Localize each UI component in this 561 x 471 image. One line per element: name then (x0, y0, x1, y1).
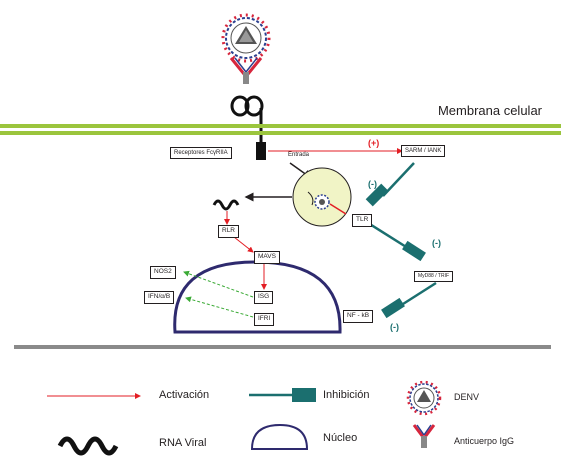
endosome (292, 167, 352, 227)
legend-rna-icon (57, 436, 119, 456)
mavs-box: MAVS (254, 251, 280, 264)
ifri-box: IFRI (254, 313, 275, 326)
isg-box: ISG (254, 291, 274, 304)
entry-label: Entrada (288, 152, 310, 158)
ifn-box: IFN/α/B (144, 291, 175, 304)
legend-antibody-label: Anticuerpo IgG (454, 436, 515, 446)
green-arrow-ifn (185, 296, 254, 318)
inhibition-myd88-nfkb (381, 281, 437, 319)
minus-sign-1: (-) (368, 179, 377, 189)
receptor-icon (230, 95, 266, 160)
legend-denv-label: DENV (454, 392, 480, 402)
rlr-box: RLR (218, 225, 240, 238)
activation-arrow-mavs (233, 236, 254, 253)
plus-sign: (+) (368, 138, 380, 148)
legend-inhibition-label: Inhibición (323, 389, 370, 401)
legend-nucleus-label: Núcleo (323, 432, 358, 444)
sarm-box: SARM / IANK (401, 145, 446, 157)
myd88-box: MyD88 / TRIF (414, 271, 454, 282)
receptor-label: Receptores FcγRIIA (170, 147, 232, 159)
legend-inhibition-icon (249, 388, 316, 402)
antibody-icon (229, 57, 263, 84)
denv-virus-icon (221, 13, 271, 63)
cell-membrane (0, 124, 561, 135)
tlr-box: TLR (352, 214, 373, 227)
membrane-label: Membrana celular (437, 103, 542, 118)
legend-nucleus-icon (250, 423, 309, 450)
nfkb-box: NF - kB (343, 310, 374, 323)
minus-sign-2: (-) (432, 238, 441, 248)
legend-divider (14, 345, 551, 349)
minus-sign-3: (-) (390, 322, 399, 332)
rna-viral-icon (212, 199, 240, 211)
legend-activation-label: Activación (159, 389, 210, 401)
inhibition-sarm-tlr (365, 162, 415, 207)
nos2-box: NOS2 (150, 266, 176, 279)
legend-denv-icon (406, 380, 442, 416)
legend-antibody-icon (412, 424, 436, 448)
legend-rna-label: RNA Viral (159, 437, 207, 449)
green-arrow-nos2 (183, 270, 254, 298)
